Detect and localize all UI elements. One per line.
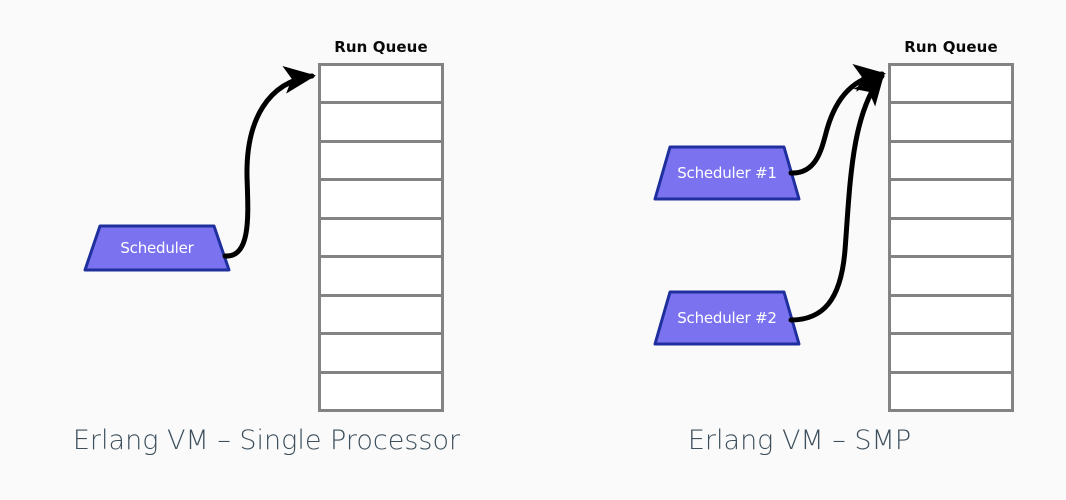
panel-smp: Run Queue Scheduler #1 — [533, 0, 1066, 500]
queue-cell[interactable] — [888, 216, 1014, 259]
arrow-scheduler-2-to-queue — [788, 72, 885, 323]
queue-cell[interactable] — [888, 255, 1014, 297]
queue-cell[interactable] — [888, 370, 1014, 412]
queue-cell[interactable] — [318, 293, 444, 336]
scheduler-1-shape[interactable]: Scheduler #1 — [653, 145, 801, 201]
queue-cell[interactable] — [318, 370, 444, 412]
queue-cell[interactable] — [318, 255, 444, 297]
queue-cell[interactable] — [318, 332, 444, 374]
queue-cell[interactable] — [318, 63, 444, 105]
run-queue-title: Run Queue — [904, 38, 998, 56]
queue-cell[interactable] — [888, 101, 1014, 143]
arrow-scheduler-1-to-queue — [788, 63, 886, 176]
run-queue-box — [888, 63, 1014, 412]
scheduler-2-label: Scheduler #2 — [677, 308, 777, 327]
queue-cell[interactable] — [888, 139, 1014, 182]
run-queue-box — [318, 63, 444, 412]
scheduler-2-shape[interactable]: Scheduler #2 — [653, 290, 801, 346]
queue-cell[interactable] — [318, 101, 444, 143]
queue-cell[interactable] — [888, 293, 1014, 336]
trapezoid-icon — [83, 224, 231, 272]
queue-cell[interactable] — [888, 63, 1014, 105]
scheduler-1-label: Scheduler #1 — [677, 163, 777, 182]
panel-caption: Erlang VM – SMP — [687, 425, 912, 456]
run-queue-title: Run Queue — [334, 38, 428, 56]
trapezoid-icon — [653, 290, 801, 346]
queue-cell[interactable] — [318, 139, 444, 182]
arrow-scheduler-to-queue — [222, 65, 316, 259]
scheduler-shape[interactable]: Scheduler — [83, 224, 231, 272]
scheduler-label: Scheduler — [120, 238, 194, 257]
panel-caption: Erlang VM – Single Processor — [72, 425, 461, 456]
queue-cell[interactable] — [318, 216, 444, 259]
queue-cell[interactable] — [318, 178, 444, 220]
panel-single-processor: Run Queue Scheduler — [72, 38, 461, 456]
queue-cell[interactable] — [888, 332, 1014, 374]
queue-cell[interactable] — [888, 178, 1014, 220]
